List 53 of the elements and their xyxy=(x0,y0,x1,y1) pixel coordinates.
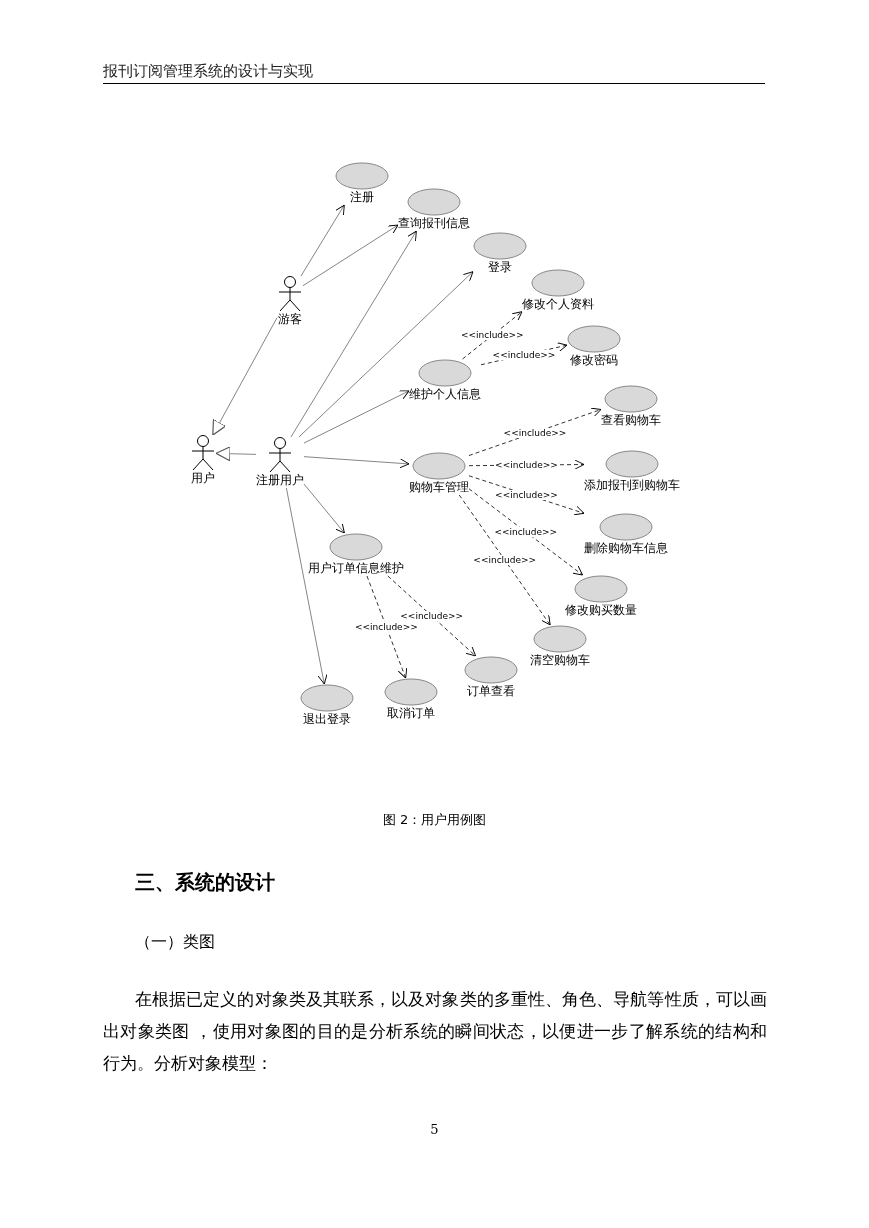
actor xyxy=(256,437,304,488)
use-case xyxy=(308,533,404,576)
body-paragraph: 在根据已定义的对象类及其联系，以及对象类的多重性、角色、导航等性质，可以画出对象类图 ，使用对象图的目的是分析系统的瞬间状态，以便进一步了解系统的结构和行为。分析对象模型： xyxy=(103,988,767,1075)
actor-label: 游客 xyxy=(278,312,302,327)
use-case-label: 清空购物车 xyxy=(530,653,590,668)
use-case-label: 修改购买数量 xyxy=(565,603,637,618)
use-case xyxy=(464,656,518,699)
use-case xyxy=(409,359,481,402)
use-case-label: 登录 xyxy=(488,260,512,275)
page-number: 5 xyxy=(429,1122,440,1137)
use-case xyxy=(584,450,680,493)
edge-label: <<include>> xyxy=(494,460,559,471)
use-case xyxy=(473,232,527,275)
use-case xyxy=(522,269,594,312)
edge-label: <<include>> xyxy=(353,622,419,632)
use-case-label: 订单查看 xyxy=(467,684,515,699)
use-case-label: 注册 xyxy=(350,190,374,205)
use-case-label: 退出登录 xyxy=(303,712,351,727)
figure-caption: 图 2：用户用例图 xyxy=(381,811,488,829)
section-heading: 三、系统的设计 xyxy=(135,869,275,896)
use-case xyxy=(335,162,389,205)
edge-label: <<include>> xyxy=(472,555,538,565)
use-case-label: 删除购物车信息 xyxy=(584,541,668,556)
use-case xyxy=(384,678,438,721)
actor xyxy=(190,435,216,486)
edge-label: <<include>> xyxy=(491,349,557,360)
use-case-label: 修改密码 xyxy=(570,353,618,368)
use-case xyxy=(584,513,668,556)
edge-label: <<include>> xyxy=(459,330,525,341)
running-header: 报刊订阅管理系统的设计与实现 xyxy=(103,62,313,81)
edge-label: <<include>> xyxy=(399,611,465,621)
actor xyxy=(277,276,303,327)
use-case-label: 取消订单 xyxy=(387,706,435,721)
use-case-label: 查看购物车 xyxy=(601,413,661,428)
use-case xyxy=(567,325,621,368)
use-case-label: 用户订单信息维护 xyxy=(308,561,404,576)
use-case-label: 购物车管理 xyxy=(409,480,469,495)
use-case-label: 修改个人资料 xyxy=(522,297,594,312)
actor-label: 用户 xyxy=(191,471,215,486)
subsection-heading: （一）类图 xyxy=(135,932,215,953)
edge-label: <<include>> xyxy=(494,489,559,500)
edge-label: <<include>> xyxy=(502,427,568,438)
actor-label: 注册用户 xyxy=(256,473,304,488)
use-case xyxy=(409,452,469,495)
edge-label: <<include>> xyxy=(493,526,559,537)
use-case-label: 添加报刊到购物车 xyxy=(584,478,680,493)
use-case xyxy=(530,625,590,668)
use-case xyxy=(601,385,661,428)
use-case xyxy=(398,188,470,231)
use-case xyxy=(300,684,354,727)
use-case-label: 维护个人信息 xyxy=(409,387,481,402)
use-case xyxy=(565,575,637,618)
use-case-label: 查询报刊信息 xyxy=(398,216,470,231)
